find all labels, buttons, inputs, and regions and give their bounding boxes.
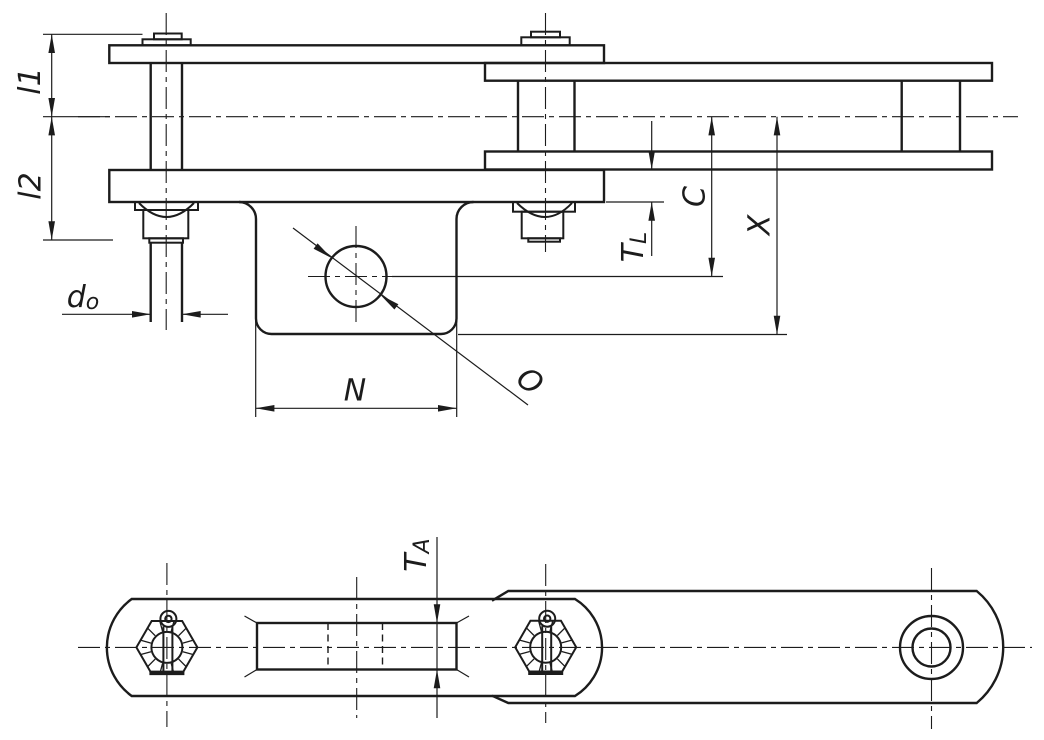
side-view-centerlines [78, 13, 1018, 330]
dim-label-x: X [743, 213, 778, 237]
side-view: l1 l2 do N O [13, 13, 1018, 417]
dim-ta: TA [399, 537, 441, 718]
dim-tl: TL [606, 121, 664, 262]
dim-o: O [292, 227, 550, 406]
plan-view: TA [78, 537, 1032, 729]
dim-do: do [62, 280, 228, 318]
pin-2-head-washer [520, 36, 571, 47]
pin-2-spring-washer [516, 202, 573, 218]
bushing-right [900, 80, 962, 152]
dim-label-tl: TL [616, 232, 652, 263]
dim-label-ta: TA [399, 538, 435, 571]
pin-2 [512, 30, 576, 243]
pin-1-spring-washer [138, 202, 195, 218]
dim-label-n: N [344, 374, 366, 409]
pin-1 [134, 32, 199, 322]
dim-label-c: C [678, 186, 713, 207]
plan-bracket [244, 615, 470, 678]
dim-x: X [458, 116, 787, 336]
plan-inner-link-outline [491, 589, 1005, 705]
inner-link-plates [483, 61, 994, 171]
attachment-bracket [238, 200, 474, 336]
plan-link-eye [898, 614, 965, 681]
pin-2-nut [520, 210, 565, 240]
pin-1-head-washer [141, 38, 192, 47]
bracket-hole [324, 244, 388, 309]
dim-c: C [392, 116, 723, 278]
dim-label-l1: l1 [13, 67, 48, 94]
dim-label-do: do [67, 280, 100, 315]
dim-n: N [255, 320, 458, 417]
dim-l1-l2: l1 l2 [13, 33, 143, 241]
plan-outer-link-outline [105, 597, 604, 698]
dim-label-l2: l2 [14, 172, 49, 199]
outer-link-plates [108, 44, 606, 204]
